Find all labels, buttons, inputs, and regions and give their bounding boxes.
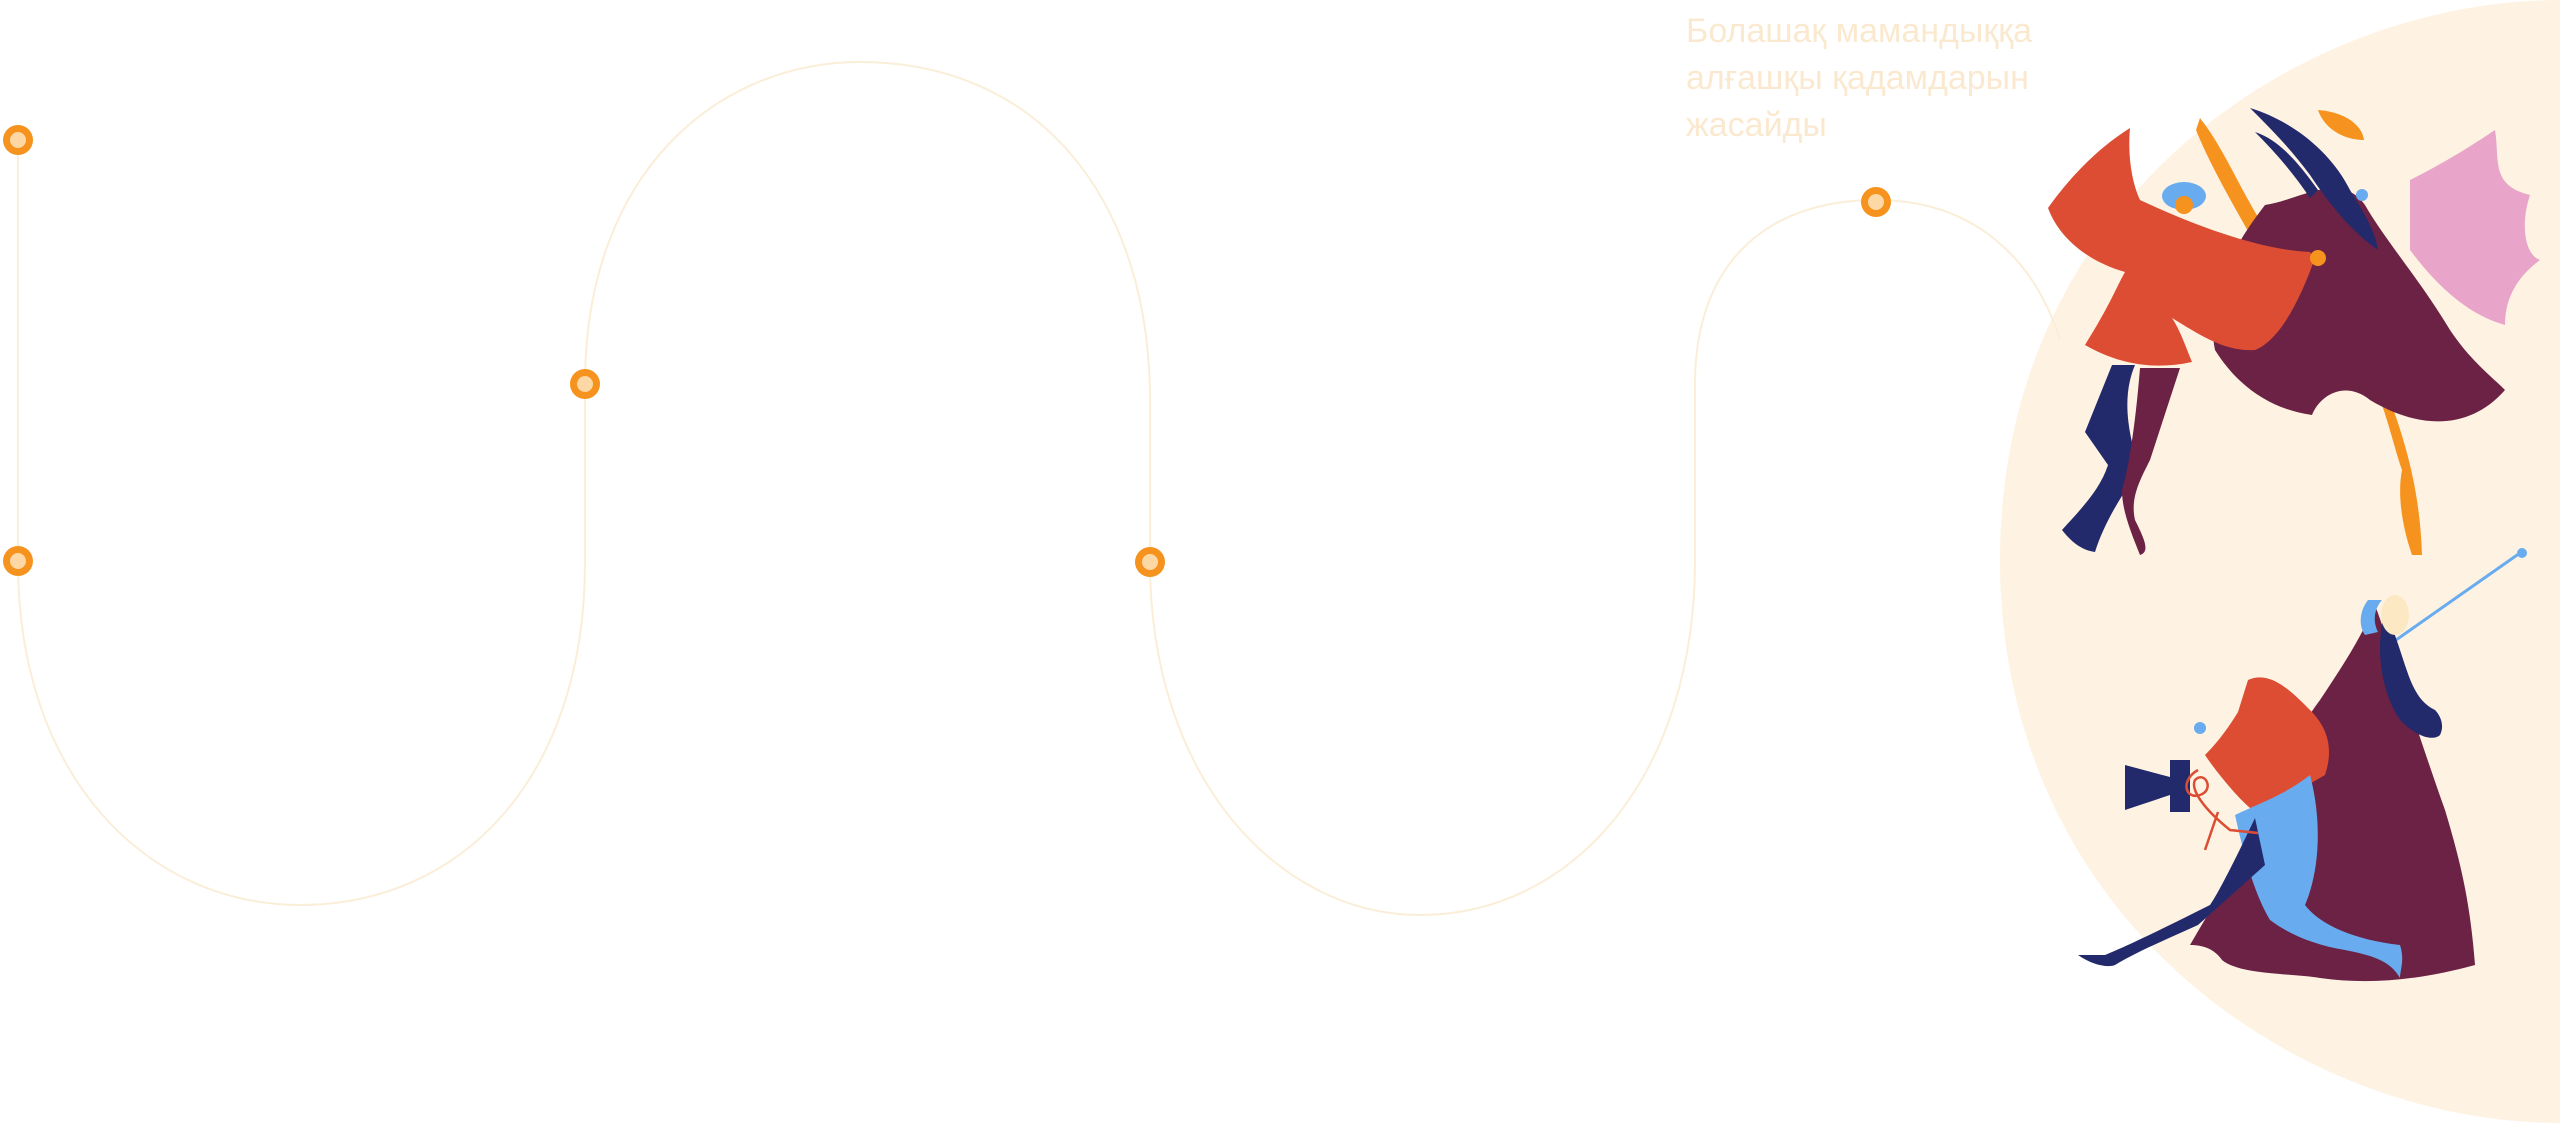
timeline-caption: Болашақ мамандыққа алғашқы қадамдарын жа… xyxy=(1686,12,2033,144)
timeline-node-1 xyxy=(3,125,33,155)
dancers-illustration xyxy=(2048,108,2540,555)
timeline-node-3 xyxy=(570,369,600,399)
musician-illustration xyxy=(2078,548,2527,982)
timeline-node-4 xyxy=(1135,547,1165,577)
timeline-node-2 xyxy=(3,546,33,576)
timeline-path xyxy=(17,60,2061,917)
timeline-node-5 xyxy=(1861,187,1891,217)
